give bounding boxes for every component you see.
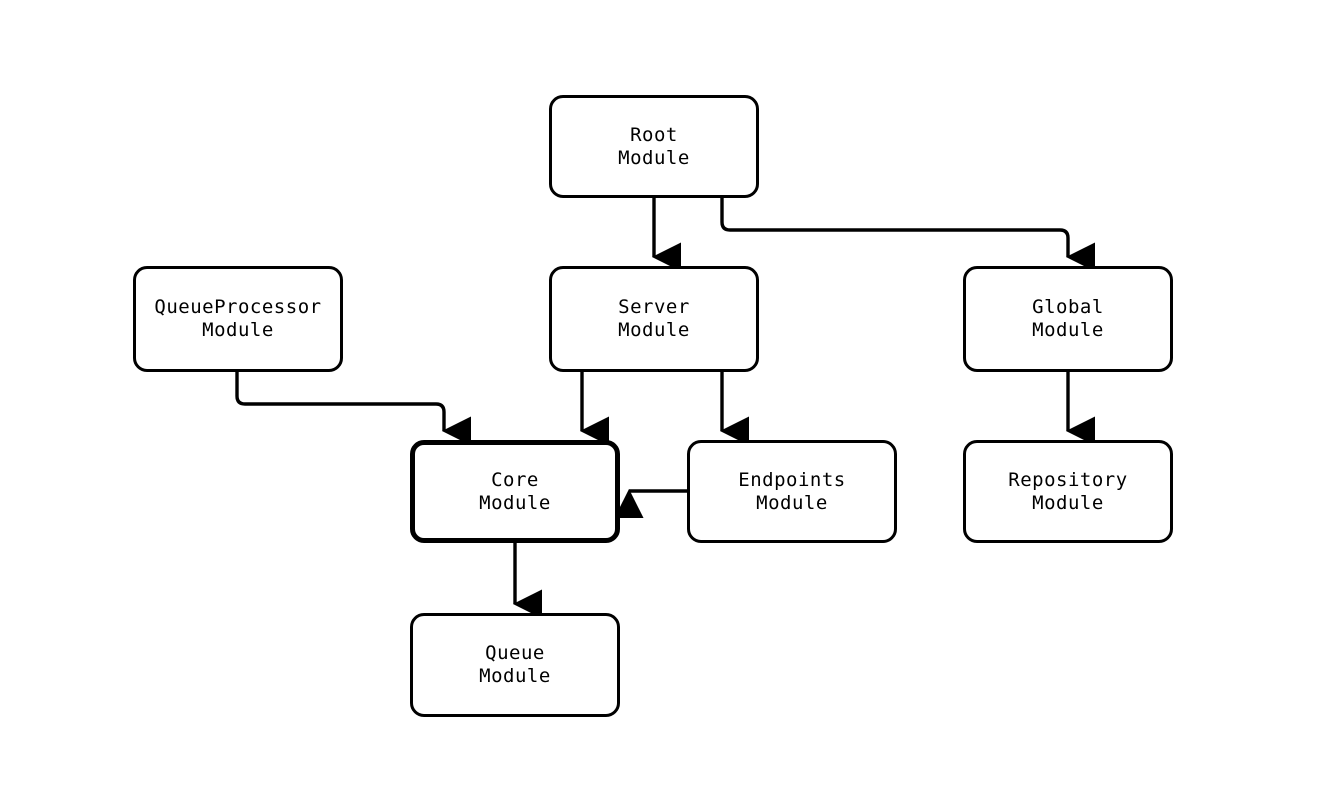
- node-label-secondary: Module: [479, 665, 551, 687]
- node-label-secondary: Module: [618, 146, 690, 169]
- node-label-primary: Queue: [485, 642, 545, 664]
- node-label-primary: Root: [630, 123, 678, 146]
- node-label-primary: Repository: [1008, 468, 1128, 491]
- edge-queueprocessor-core: [235, 372, 472, 446]
- node-label-primary: Server: [618, 296, 690, 318]
- node-label-primary: Endpoints: [738, 468, 846, 491]
- node-label-secondary: Module: [1032, 491, 1104, 514]
- node-label-primary: Global: [1032, 296, 1104, 318]
- node-label-primary: QueueProcessor: [154, 296, 322, 318]
- node-label-secondary: Module: [756, 491, 828, 514]
- node-label-secondary: Module: [1032, 319, 1104, 341]
- node-label-secondary: Module: [202, 319, 274, 341]
- node-label-secondary: Module: [479, 491, 551, 514]
- node-label-primary: Core: [491, 468, 539, 491]
- node-label-secondary: Module: [618, 319, 690, 341]
- edge-root-global: [720, 198, 1096, 272]
